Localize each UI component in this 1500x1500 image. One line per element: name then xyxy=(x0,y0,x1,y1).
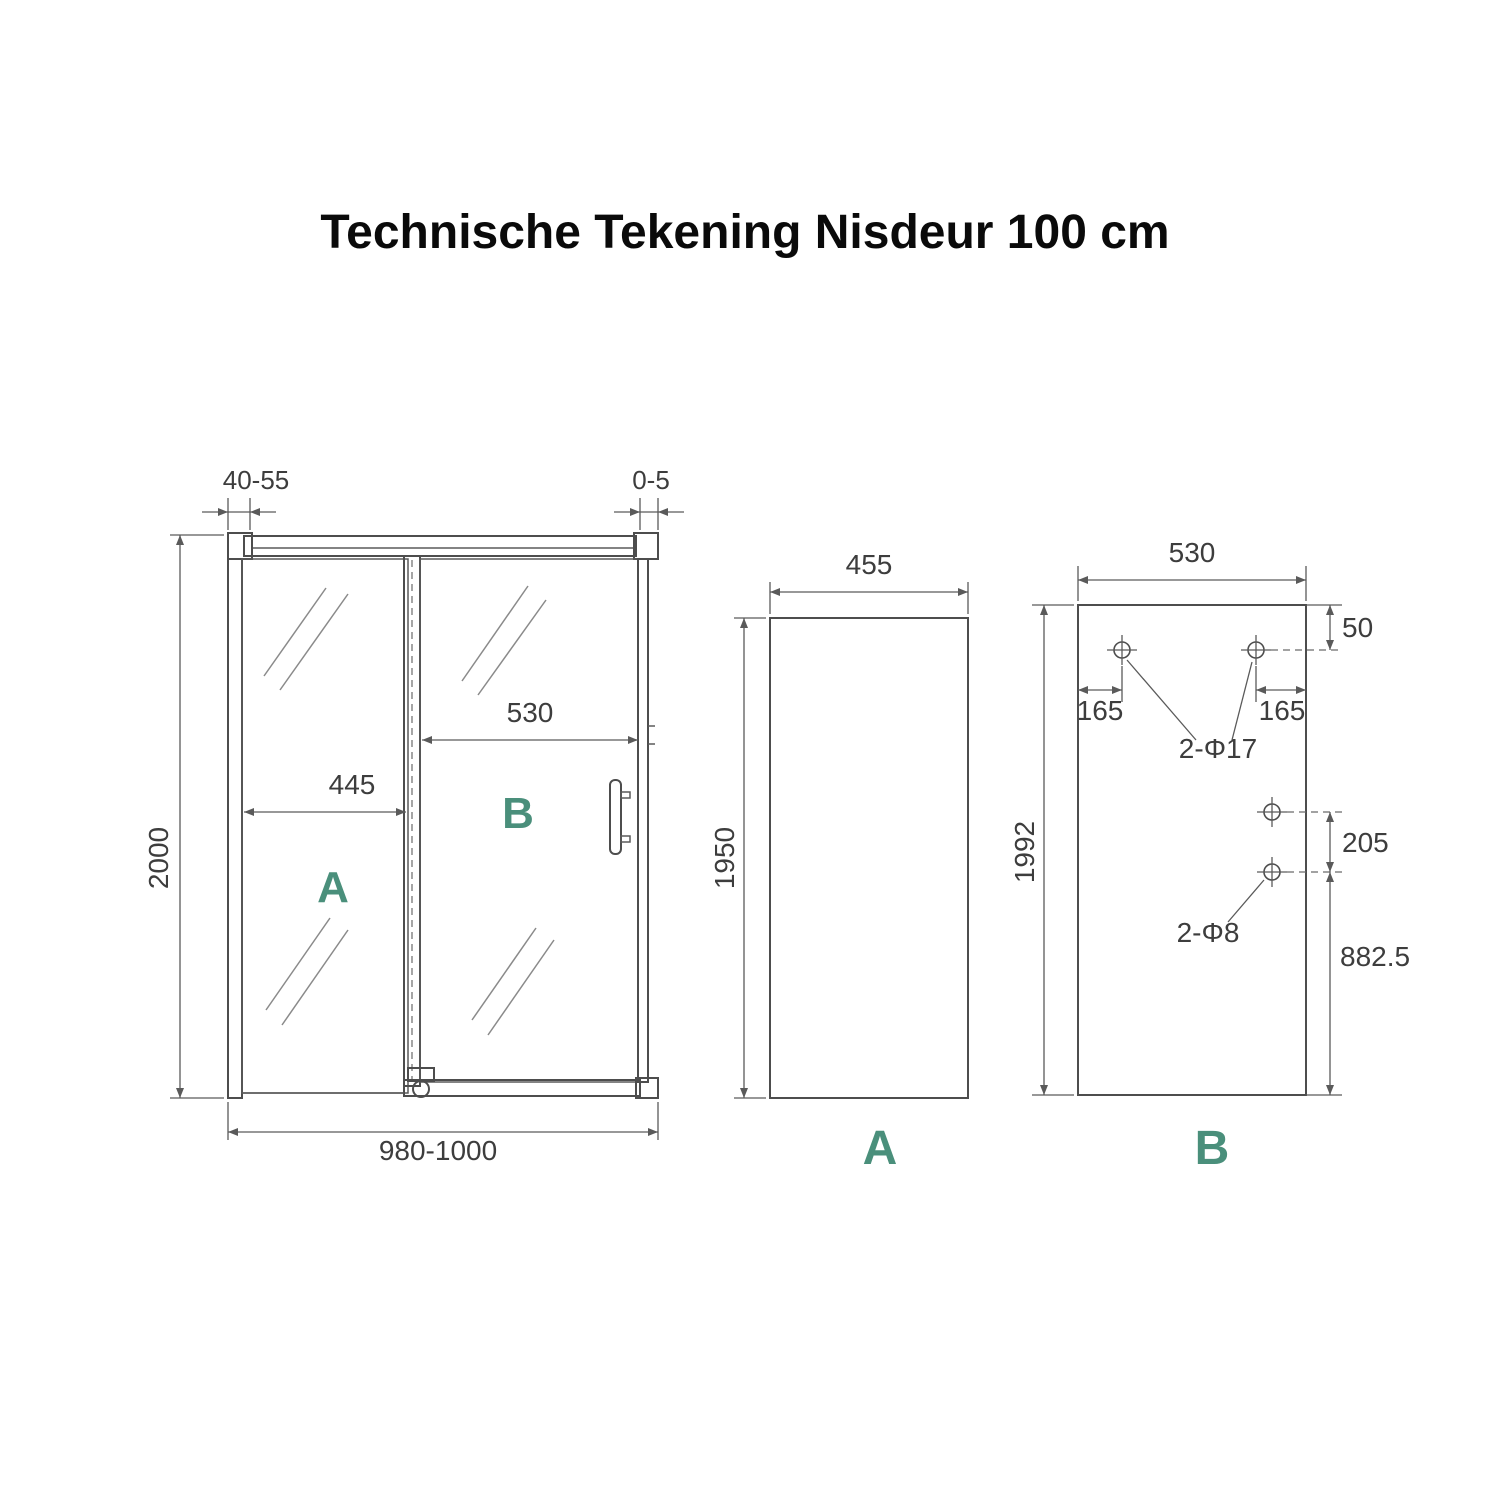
dim-hole-top-offset: 50 xyxy=(1342,612,1373,643)
page-title: Technische Tekening Nisdeur 100 cm xyxy=(320,206,1169,259)
top-rail xyxy=(243,535,637,557)
drill-hole-bottom xyxy=(1257,857,1287,887)
front-view: 40-55 0-5 2000 530 445 980-1000 A B xyxy=(143,465,684,1166)
roller-wheel xyxy=(412,1080,430,1098)
dim-wall-adjustment: 40-55 xyxy=(223,465,290,495)
fixed-panel-glass xyxy=(241,558,409,1094)
dim-total-width: 980-1000 xyxy=(379,1135,497,1166)
panel-a-outline xyxy=(769,617,969,1099)
drill-hole-middle xyxy=(1257,797,1287,827)
dim-door-height: 2000 xyxy=(143,827,174,889)
drill-hole-top-left xyxy=(1107,635,1137,665)
dim-panel-a-width: 455 xyxy=(846,549,893,580)
top-rail-right-cap xyxy=(633,532,659,560)
bottom-rail-right-cap xyxy=(635,1077,659,1099)
left-wall-profile xyxy=(227,558,243,1099)
drill-hole-top-right xyxy=(1241,635,1271,665)
dim-recess-gap: 0-5 xyxy=(632,465,670,495)
glass-hatch-marks xyxy=(263,585,555,1036)
dim-panel-a-height: 1950 xyxy=(709,827,740,889)
bottom-rail xyxy=(403,1079,641,1097)
view-b-label: B xyxy=(1195,1122,1230,1175)
panel-a-label: A xyxy=(317,863,349,912)
holes-bottom-diameter-label: 2-Φ8 xyxy=(1177,917,1240,948)
panel-b-outline xyxy=(1077,604,1307,1096)
panel-a-side-view: 455 1950 A xyxy=(709,549,969,1175)
dim-fixed-panel-width: 445 xyxy=(329,769,376,800)
holes-top-diameter-label: 2-Φ17 xyxy=(1179,733,1257,764)
dim-panel-b-width: 530 xyxy=(1169,537,1216,568)
dim-hole-bottom-offset: 882.5 xyxy=(1340,941,1410,972)
dim-panel-b-height: 1992 xyxy=(1009,821,1040,883)
door-handle xyxy=(609,779,631,855)
dim-hole-spacing: 205 xyxy=(1342,827,1389,858)
dim-hole-left-offset: 165 xyxy=(1077,695,1124,726)
panel-b-label: B xyxy=(502,789,534,838)
right-frame-profile xyxy=(637,558,649,1083)
dim-sliding-panel-width: 530 xyxy=(507,697,554,728)
view-a-label: A xyxy=(863,1122,898,1175)
panel-b-drill-view: 530 1992 50 165 165 2- xyxy=(1009,537,1410,1175)
dim-hole-right-offset: 165 xyxy=(1259,695,1306,726)
